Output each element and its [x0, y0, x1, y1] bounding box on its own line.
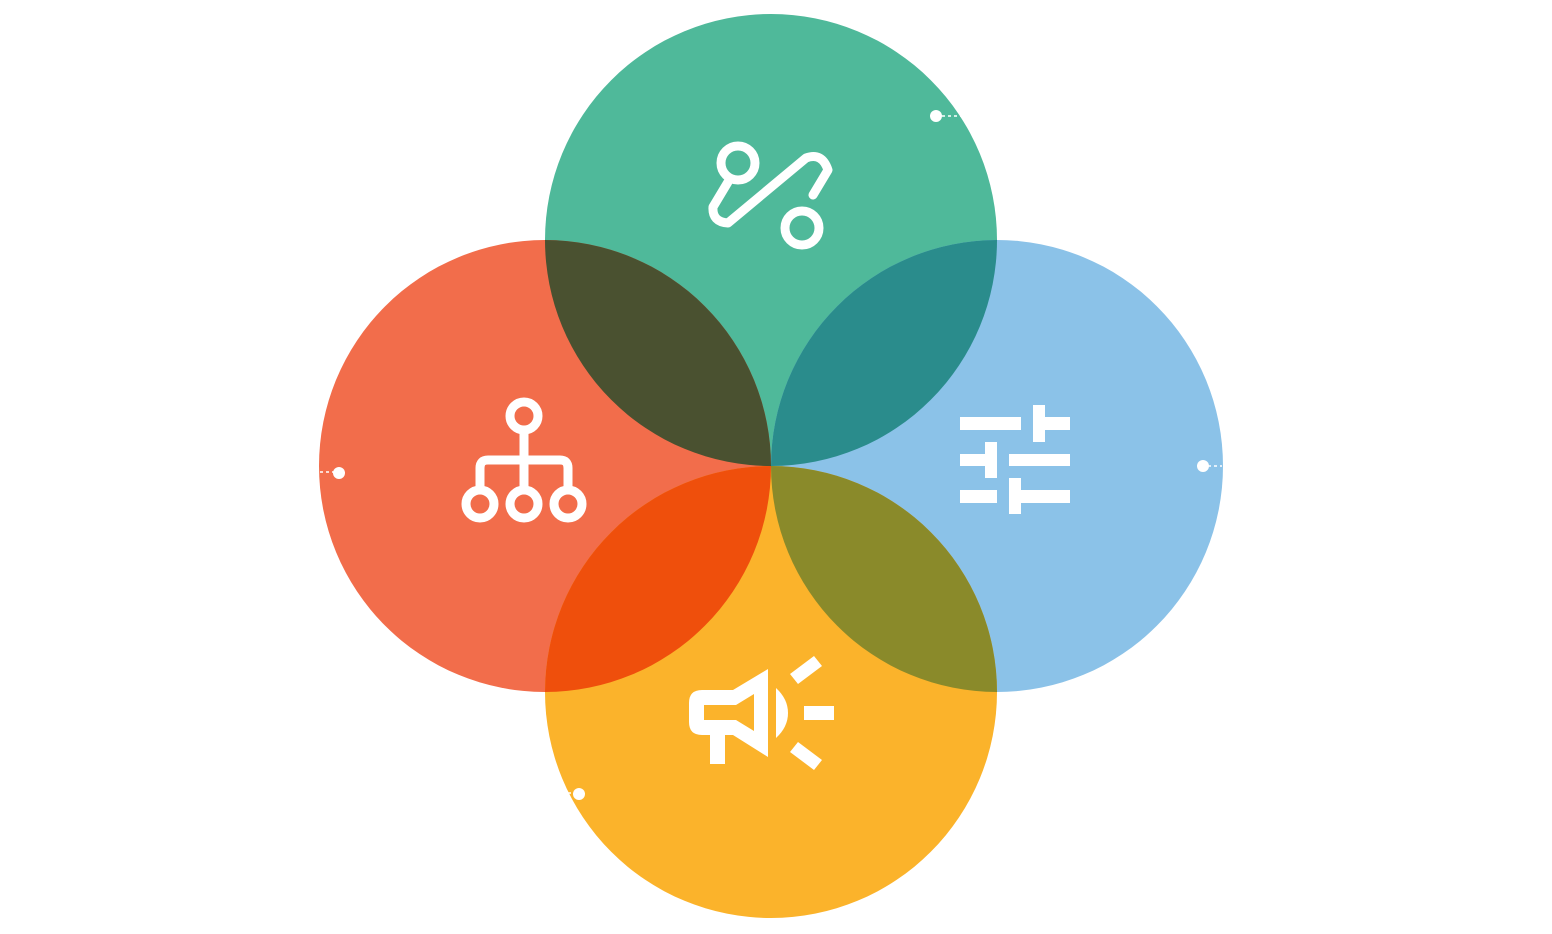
overlap-bottom-right	[771, 466, 997, 692]
connector-dot-right	[1197, 460, 1222, 472]
connector-dot-top	[930, 110, 962, 122]
connector-dot-bottom	[568, 788, 585, 800]
overlap-bottom-left	[545, 466, 771, 692]
link-pins-icon	[708, 141, 833, 250]
overlap-top-right	[771, 240, 997, 466]
megaphone-icon	[689, 656, 834, 770]
overlap-top-left	[545, 240, 771, 466]
connector-dot-left	[320, 467, 345, 479]
hierarchy-icon	[461, 397, 587, 523]
sliders-icon	[960, 405, 1070, 514]
